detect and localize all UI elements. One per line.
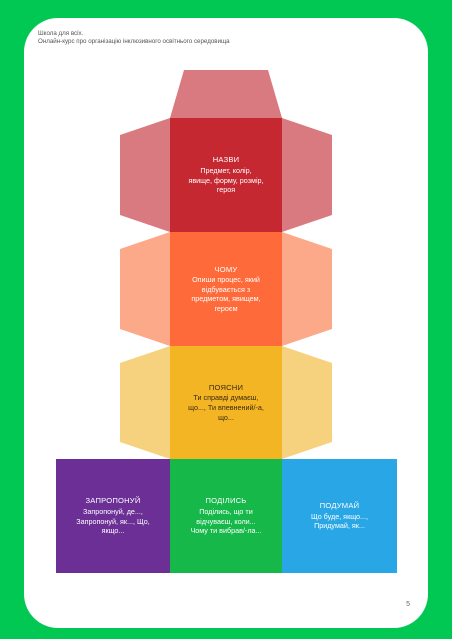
panel-share: ПОДІЛИСЬ Поділись, що ти відчуваєш, коли… bbox=[170, 459, 282, 573]
panel-suggest: ЗАПРОПОНУЙ Запропонуй, де..., Запропонуй… bbox=[56, 459, 170, 573]
panel-name-desc: Предмет, колір, явище, форму, розмір, ге… bbox=[188, 165, 264, 195]
page-sheet: Школа для всіх. Онлайн-курс про організа… bbox=[24, 18, 428, 628]
face-red bbox=[170, 118, 282, 232]
header-course-subtitle: Онлайн-курс про організацію інклюзивного… bbox=[38, 38, 230, 45]
panel-suggest-desc: Запропонуй, де..., Запропонуй, як..., Що… bbox=[76, 506, 150, 536]
panel-think-desc: Що буде, якщо..., Придумай, як... bbox=[310, 511, 369, 531]
panel-share-desc: Поділись, що ти відчуваєш, коли... Чому … bbox=[190, 506, 262, 536]
panel-name-title: НАЗВИ bbox=[212, 155, 240, 165]
flap-right-red bbox=[282, 118, 332, 232]
flap-left-orange bbox=[120, 232, 170, 346]
panel-share-title: ПОДІЛИСЬ bbox=[205, 496, 247, 506]
face-blue bbox=[282, 459, 397, 573]
flap-left-yellow bbox=[120, 346, 170, 459]
panel-think: ПОДУМАЙ Що буде, якщо..., Придумай, як..… bbox=[282, 459, 397, 573]
panel-explain-desc: Ти справді думаєш, що..., Ти впевнений/-… bbox=[188, 393, 264, 422]
face-yellow bbox=[170, 346, 282, 459]
panel-name: НАЗВИ Предмет, колір, явище, форму, розм… bbox=[170, 118, 282, 232]
panel-explain-title: ПОЯСНИ bbox=[208, 382, 244, 392]
face-green bbox=[170, 459, 282, 573]
page-number: 5 bbox=[406, 601, 410, 608]
top-flap bbox=[170, 70, 282, 118]
panel-explain: ПОЯСНИ Ти справді думаєш, що..., Ти впев… bbox=[170, 346, 282, 459]
panel-suggest-title: ЗАПРОПОНУЙ bbox=[85, 496, 141, 506]
panel-think-title: ПОДУМАЙ bbox=[319, 501, 360, 511]
flap-right-orange bbox=[282, 232, 332, 346]
header: Школа для всіх. Онлайн-курс про організа… bbox=[38, 30, 418, 46]
flap-left-red bbox=[120, 118, 170, 232]
panel-why-title: ЧОМУ bbox=[214, 264, 238, 274]
flap-right-yellow bbox=[282, 346, 332, 459]
face-purple bbox=[56, 459, 170, 573]
header-school-title: Школа для всіх. bbox=[38, 30, 84, 37]
cube-net-diagram bbox=[56, 70, 397, 573]
face-orange bbox=[170, 232, 282, 346]
panel-why: ЧОМУ Опиши процес, який відбувається з п… bbox=[170, 232, 282, 346]
panel-why-desc: Опиши процес, який відбувається з предме… bbox=[191, 275, 261, 313]
